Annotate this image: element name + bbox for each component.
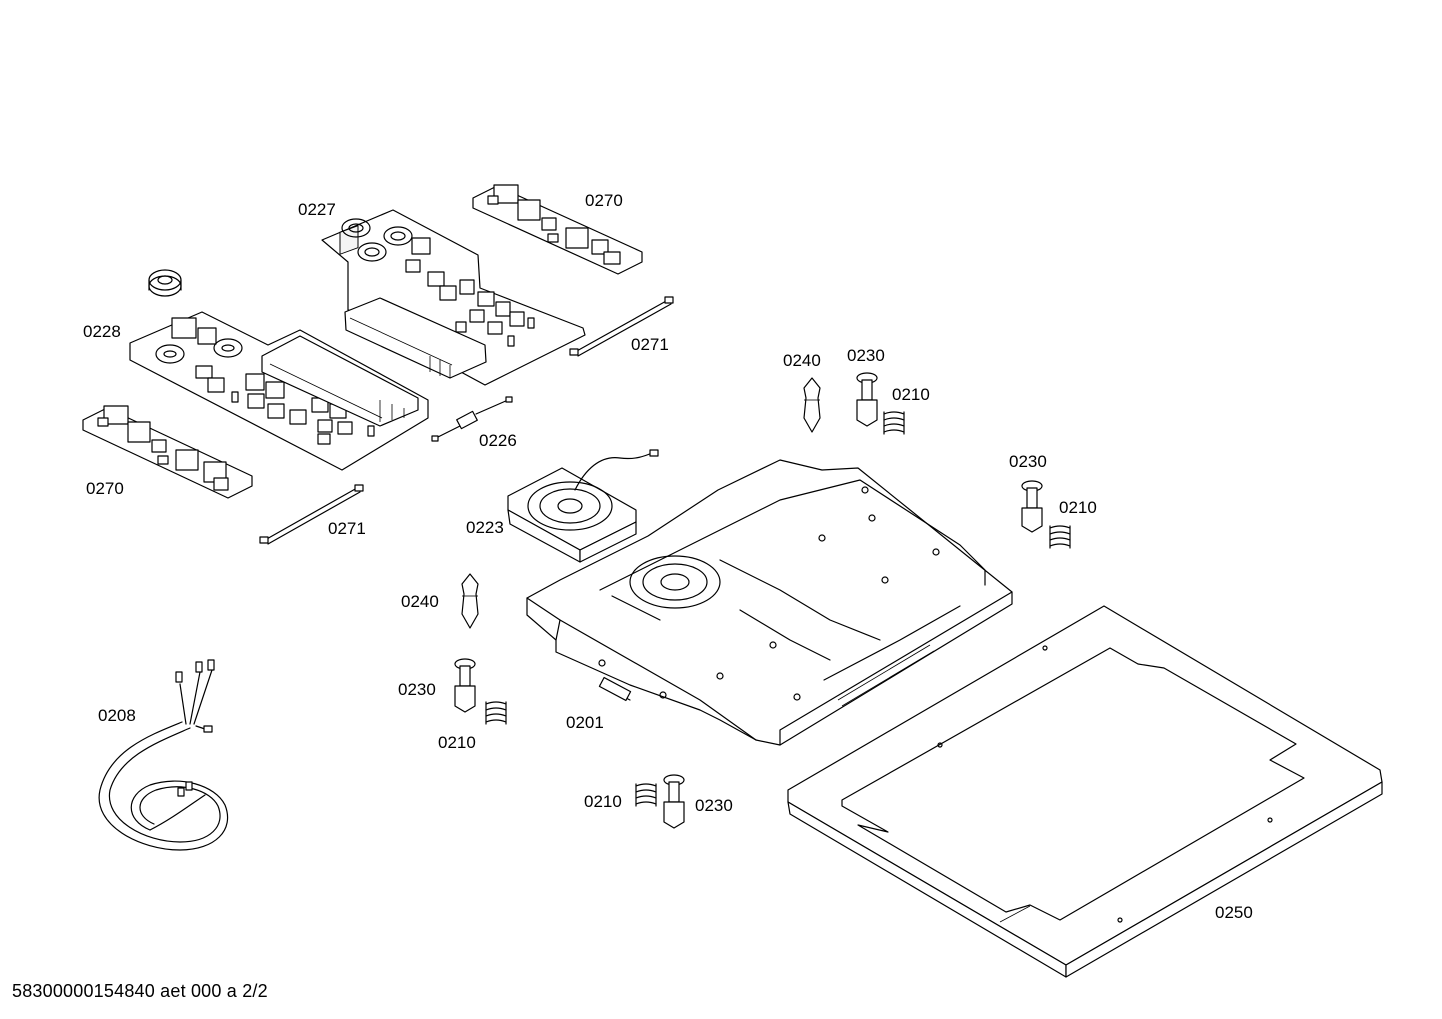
foot-0230-b [1021, 480, 1043, 533]
power-cable-0208 [98, 659, 229, 851]
label-0240-lower: 0240 [401, 592, 439, 611]
label-0240-upper: 0240 [783, 351, 821, 370]
label-0210-b: 0210 [1059, 498, 1097, 517]
label-0228: 0228 [83, 322, 121, 341]
temperature-sensor-0226 [431, 396, 513, 442]
toroid-core-0228 [148, 269, 182, 297]
label-0201: 0201 [566, 713, 604, 732]
label-0210-c: 0210 [438, 733, 476, 752]
label-0226: 0226 [479, 431, 517, 450]
label-0250: 0250 [1215, 903, 1253, 922]
label-0223: 0223 [466, 518, 504, 537]
mounting-peg-0240-upper [803, 377, 821, 433]
label-0270-left: 0270 [86, 479, 124, 498]
ribbon-cable-0271-bottom [259, 484, 364, 545]
label-0208: 0208 [98, 706, 136, 725]
label-0230-c: 0230 [398, 680, 436, 699]
label-0271-top: 0271 [631, 335, 669, 354]
base-chassis-0201 [526, 459, 1013, 746]
label-0227: 0227 [298, 200, 336, 219]
spring-0210-c [485, 701, 507, 725]
mounting-peg-0240-lower [461, 573, 479, 629]
spring-0210-b [1049, 525, 1071, 549]
power-board-0227 [321, 209, 586, 386]
label-0230-d: 0230 [695, 796, 733, 815]
label-0230-b: 0230 [1009, 452, 1047, 471]
document-reference: 58300000154840 aet 000 a 2/2 [12, 981, 268, 1001]
control-strip-0270-top [472, 184, 643, 275]
ribbon-cable-0271-top [569, 296, 674, 357]
label-0210-d: 0210 [584, 792, 622, 811]
spring-0210-d [635, 783, 657, 807]
spring-0210-a [883, 411, 905, 435]
label-0210-a: 0210 [892, 385, 930, 404]
cooling-fan-0223 [507, 449, 659, 563]
foot-0230-c [454, 658, 476, 713]
label-0270-top: 0270 [585, 191, 623, 210]
label-0271-bottom: 0271 [328, 519, 366, 538]
foot-0230-d [663, 774, 685, 829]
label-0230-a: 0230 [847, 346, 885, 365]
control-strip-0270-left [82, 405, 253, 499]
foot-0230-a [856, 372, 878, 427]
power-board-lower [129, 311, 429, 471]
frame-0250 [787, 605, 1383, 978]
